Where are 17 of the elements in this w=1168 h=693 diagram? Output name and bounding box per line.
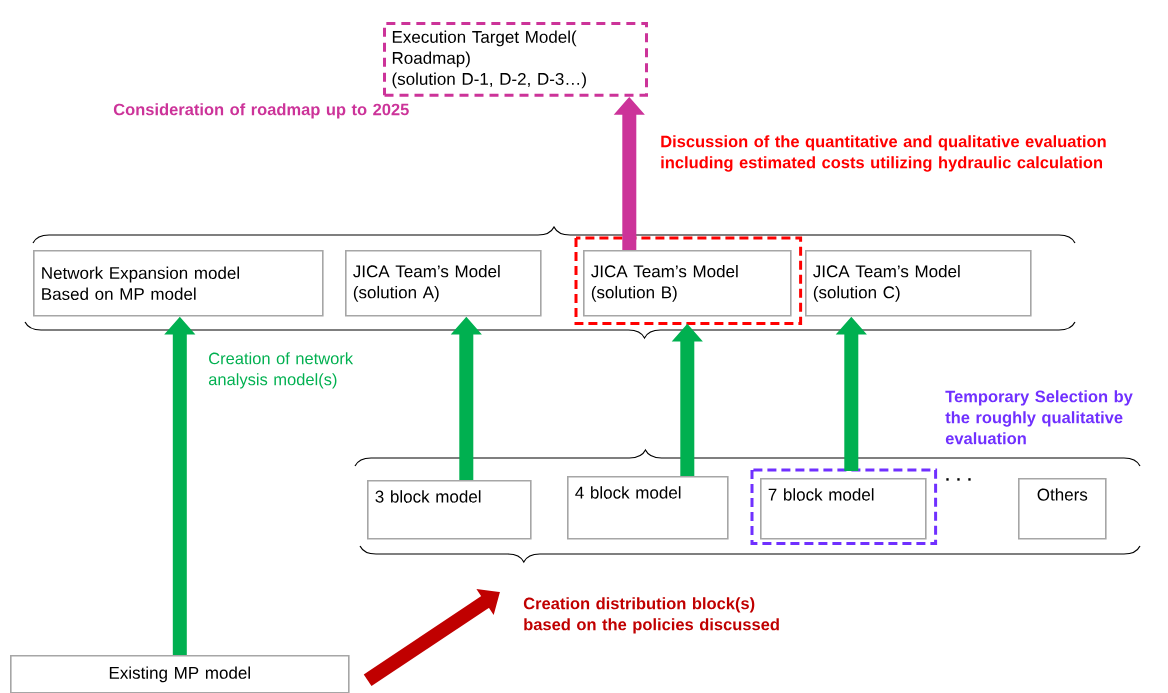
model-box: Existing MP model	[10, 655, 350, 693]
annotation-text: Consideration of roadmap up to 2025	[113, 103, 409, 119]
model-box: Network Expansion model Based on MP model	[33, 250, 324, 317]
model-box: 3 block model	[367, 480, 532, 540]
model-box: 4 block model	[567, 476, 729, 540]
block-arrow	[363, 589, 500, 687]
model-box: JICA Team’s Model (solution C)	[805, 250, 1032, 317]
annotation-text: · · ·	[946, 478, 971, 481]
annotation-text: Discussion of the quantitative and qualitative evaluation including estimated costs utilizing hydraulic calculation	[661, 135, 1106, 172]
model-box: JICA Team’s Model (solution B)	[583, 250, 792, 317]
annotation-text: Temporary Selection by the roughly qualitative evaluation	[945, 390, 1133, 445]
model-box: 7 block model	[760, 478, 927, 540]
annotation-text: Creation of network analysis model(s)	[208, 352, 354, 389]
model-box: Others	[1018, 478, 1107, 540]
annotation-text: Creation distribution block(s) based on the policies discussed	[523, 597, 779, 634]
model-box: Execution Target Model( Roadmap) (solution D-1, D-2, D-3…)	[383, 22, 648, 97]
model-box: JICA Team’s Model (solution A)	[345, 250, 542, 317]
